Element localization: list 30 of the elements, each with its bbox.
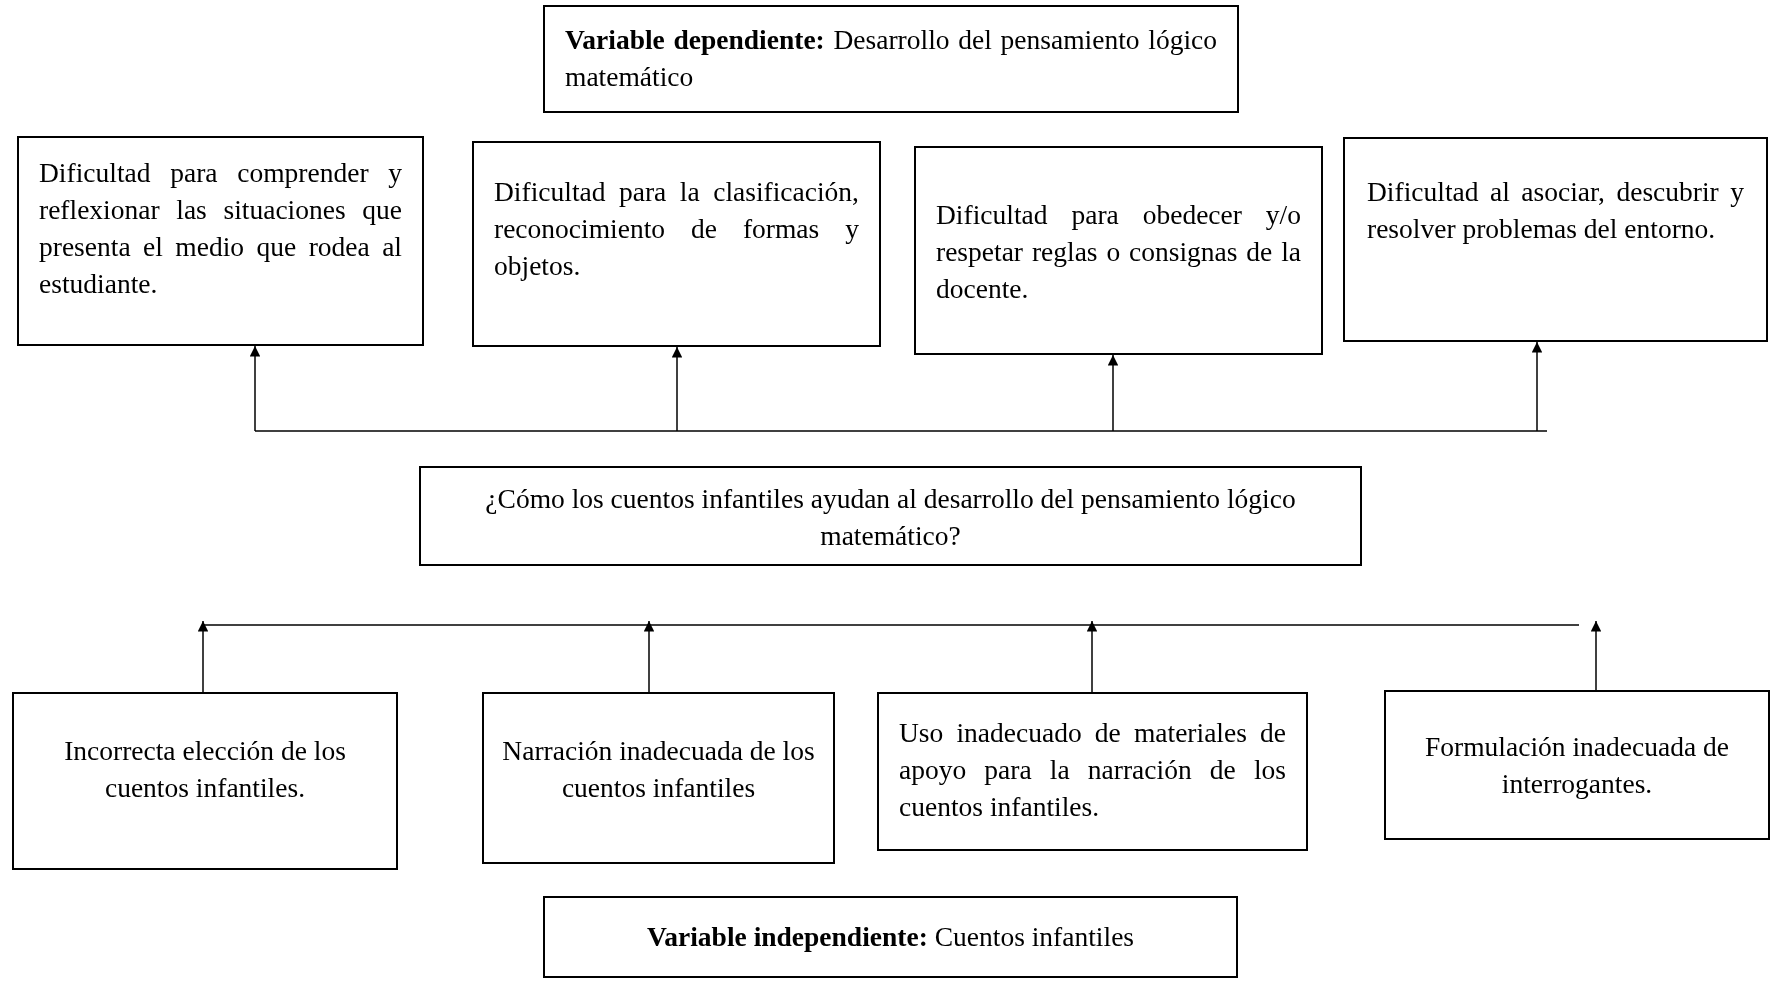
arrow xyxy=(1086,620,1098,693)
process-box xyxy=(1343,137,1768,342)
variable-box xyxy=(543,896,1238,978)
box-text: ¿Cómo los cuentos infantiles ayudan al desarrollo del pensamiento lógico matemático? xyxy=(484,482,1297,553)
process-box xyxy=(472,141,881,347)
arrow xyxy=(249,345,261,432)
arrow xyxy=(643,620,655,693)
box-text: Narración inadecuada de los cuentos infantiles xyxy=(501,734,816,805)
box-text: Dificultad para comprender y reflexionar las situaciones que presenta el medio que rodea al estudiante. xyxy=(39,156,402,301)
box-text: Variable independiente: Cuentos infantiles xyxy=(645,920,1136,954)
box-text: Formulación inadecuada de interrogantes. xyxy=(1424,730,1730,801)
box-text: Incorrecta elección de los cuentos infantiles. xyxy=(63,734,347,805)
box-text: Uso inadecuado de materiales de apoyo para la narración de los cuentos infantiles. xyxy=(899,716,1286,824)
process-box xyxy=(482,692,835,864)
box-text: Dificultad para la clasificación, reconocimiento de formas y objetos. xyxy=(494,175,859,283)
arrow xyxy=(197,620,209,693)
process-box xyxy=(12,692,398,870)
arrow xyxy=(671,346,683,432)
question-box xyxy=(419,466,1362,566)
box-text: Dificultad al asociar, descubrir y resolver problemas del entorno. xyxy=(1367,175,1744,246)
arrow xyxy=(1531,341,1543,432)
process-box xyxy=(914,146,1323,355)
arrow xyxy=(1590,620,1602,691)
variable-box xyxy=(543,5,1239,113)
box-text: Dificultad para obedecer y/o respetar reglas o consignas de la docente. xyxy=(936,198,1301,306)
process-box xyxy=(17,136,424,346)
box-text: Variable dependiente: Desarrollo del pensamiento lógico matemático xyxy=(565,23,1217,94)
arrow xyxy=(1107,354,1119,432)
process-box xyxy=(1384,690,1770,840)
process-box xyxy=(877,692,1308,851)
